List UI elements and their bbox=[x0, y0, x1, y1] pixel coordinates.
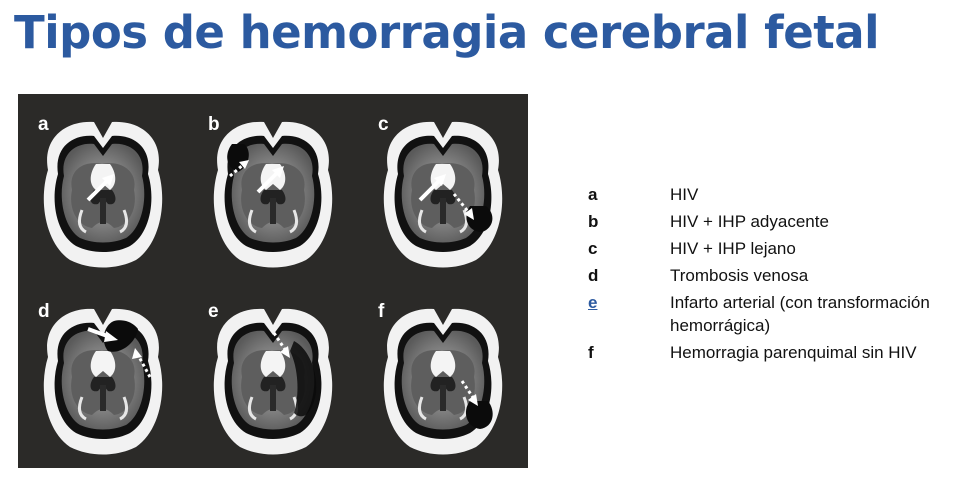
panel-label: b bbox=[208, 114, 220, 135]
dotted-arrow-icon bbox=[229, 160, 249, 178]
legend-key: a bbox=[588, 185, 598, 204]
panel-label: a bbox=[38, 114, 49, 135]
legend-key: f bbox=[588, 343, 594, 362]
brain-illustration-b bbox=[212, 120, 334, 269]
legend-item: a HIV bbox=[588, 183, 978, 206]
arrow-icon bbox=[418, 174, 446, 202]
arrow-icon bbox=[86, 174, 114, 202]
dotted-arrow-icon bbox=[132, 348, 152, 378]
legend-key: d bbox=[588, 266, 599, 285]
panel-a: a bbox=[18, 94, 188, 281]
legend-item: f Hemorragia parenquimal sin HIV bbox=[588, 341, 978, 364]
arrow-icon bbox=[87, 327, 118, 342]
legend-item: b HIV + IHP adyacente bbox=[588, 210, 978, 233]
brain-illustration-a bbox=[42, 120, 164, 269]
legend-item: c HIV + IHP lejano bbox=[588, 237, 978, 260]
hemorrhage-region bbox=[103, 320, 138, 352]
legend-text: Infarto arterial (con transformación hem… bbox=[670, 293, 930, 335]
panel-b: b bbox=[188, 94, 358, 281]
legend-key-link[interactable]: e bbox=[588, 293, 598, 312]
dotted-arrow-icon bbox=[272, 332, 290, 358]
brain-illustration-c bbox=[382, 120, 504, 269]
legend-item: e Infarto arterial (con transformación he… bbox=[588, 291, 978, 337]
dotted-arrow-icon bbox=[460, 380, 478, 406]
legend: a HIV b HIV + IHP adyacente c HIV + IHP lej… bbox=[588, 183, 978, 368]
panel-label: e bbox=[208, 301, 219, 322]
panel-label: f bbox=[378, 301, 385, 322]
arrow-icon bbox=[256, 166, 284, 194]
legend-text: Hemorragia parenquimal sin HIV bbox=[670, 343, 917, 362]
infarct-region bbox=[290, 341, 317, 417]
panel-f: f bbox=[358, 281, 528, 468]
brain-illustration-d bbox=[42, 307, 164, 456]
brain-illustration-e bbox=[212, 307, 334, 456]
panel-d: d bbox=[18, 281, 188, 468]
hemorrhage-region bbox=[466, 206, 493, 232]
panel-label: c bbox=[378, 114, 389, 135]
legend-text: Trombosis venosa bbox=[670, 266, 809, 285]
panel-c: c bbox=[358, 94, 528, 281]
brain-illustration-f bbox=[382, 307, 504, 456]
legend-text: HIV bbox=[670, 185, 699, 204]
page-title: Tipos de hemorragia cerebral fetal bbox=[14, 6, 880, 59]
legend-text: HIV + IHP adyacente bbox=[670, 212, 829, 231]
legend-key: c bbox=[588, 239, 598, 258]
legend-key: b bbox=[588, 212, 599, 231]
panel-label: d bbox=[38, 301, 50, 322]
dotted-arrow-icon bbox=[452, 193, 474, 220]
panel-e: e bbox=[188, 281, 358, 468]
hemorrhage-region bbox=[465, 401, 493, 429]
brain-diagram-figure: a b c d e bbox=[18, 94, 528, 468]
legend-item: d Trombosis venosa bbox=[588, 264, 978, 287]
legend-text: HIV + IHP lejano bbox=[670, 239, 796, 258]
